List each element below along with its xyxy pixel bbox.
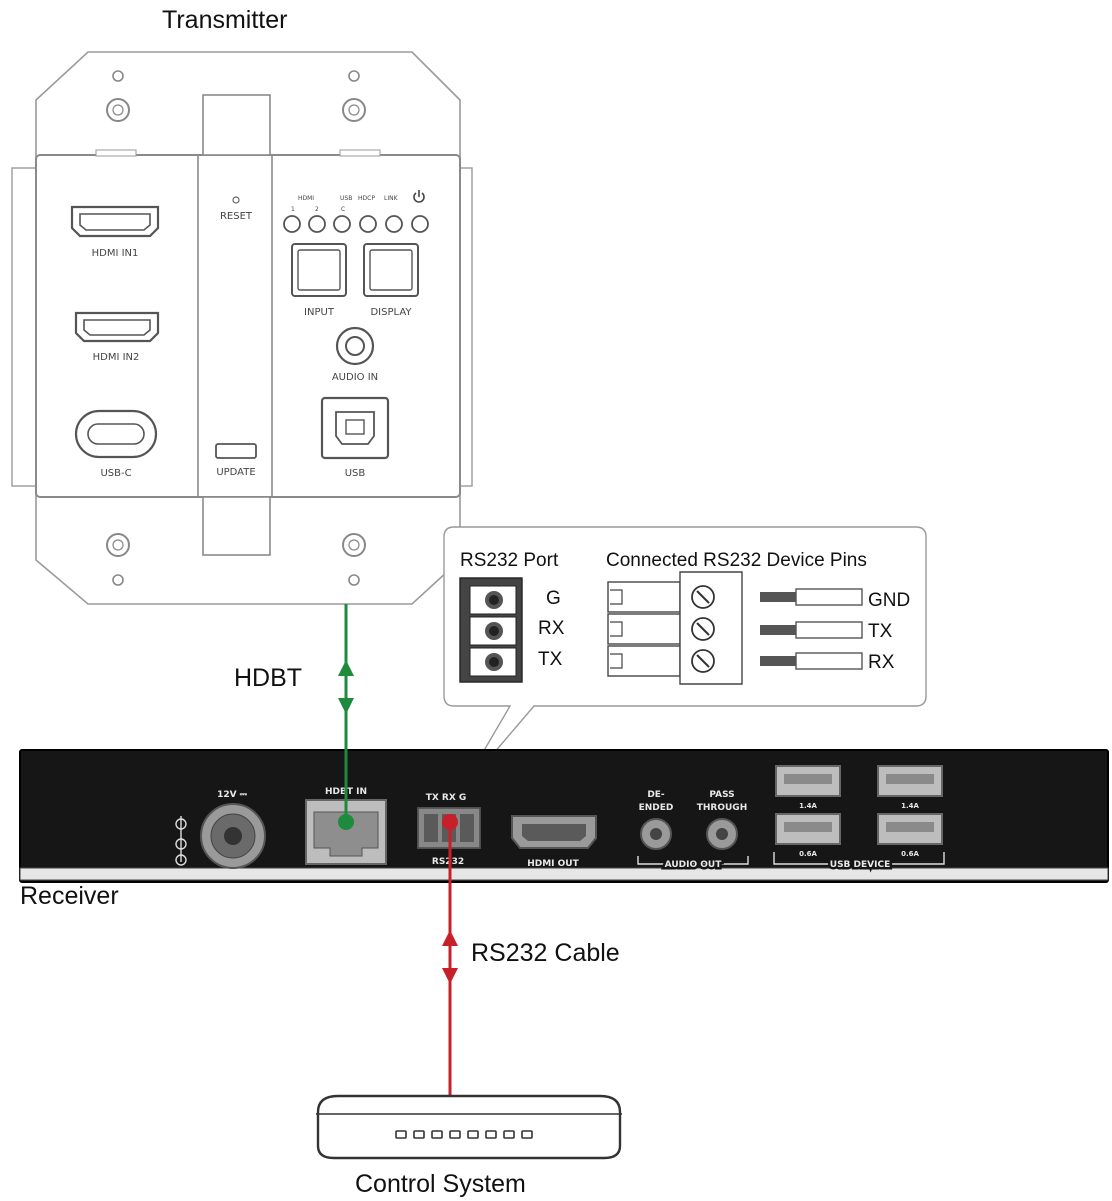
usb-rating-2: 1.4A: [901, 802, 919, 810]
control-system-device: [316, 1094, 622, 1160]
led-number-2: 2: [315, 206, 319, 213]
hdmi-port-icon: [74, 311, 160, 343]
hdbt-connection-line: [338, 604, 354, 830]
device-pin-gnd: GND: [868, 590, 911, 611]
usb-rating-1: 1.4A: [799, 802, 817, 810]
audio-jack-icon: [640, 818, 738, 850]
usb-c-label: USB-C: [100, 468, 131, 479]
transmitter-title: Transmitter: [162, 6, 288, 34]
polarity-icon: [175, 816, 187, 866]
led-hdcp-header: HDCP: [358, 195, 375, 202]
led-usb-header: USB: [340, 195, 352, 202]
reset-pinhole-icon: [232, 196, 240, 204]
svg-text:ENDED: ENDED: [639, 803, 674, 813]
rs232-pin-labels: TX RX G: [426, 793, 467, 803]
device-pin-tx: TX: [868, 621, 893, 642]
receiver-device: 12V ⎓ HDBT IN TX RX G RS232 HDMI OUT DE-…: [19, 749, 1109, 883]
dc-power-jack-icon: [200, 803, 266, 869]
audio-in-label: AUDIO IN: [332, 372, 378, 383]
rs232-connection-line: [442, 814, 458, 1096]
display-button-label: DISPLAY: [370, 307, 412, 318]
wire-lead-icon: [760, 588, 863, 670]
rs232-cable-label: RS232 Cable: [471, 939, 620, 967]
update-label: UPDATE: [216, 467, 255, 478]
port-pin-rx: RX: [538, 618, 565, 639]
display-button-icon: [363, 243, 419, 297]
micro-usb-port-icon: [215, 443, 257, 459]
device-pin-rx: RX: [868, 652, 895, 673]
device-pins-heading: Connected RS232 Device Pins: [606, 550, 867, 571]
audio-jack-icon: [335, 326, 375, 366]
status-light-icon: [395, 1130, 533, 1139]
de-ended-label: DE-: [647, 790, 665, 800]
usb-c-port-icon: [74, 409, 158, 459]
power-label: 12V ⎓: [217, 790, 248, 800]
usb-label: USB: [345, 468, 366, 479]
input-button-label: INPUT: [304, 307, 335, 318]
led-number-1: 1: [291, 206, 295, 213]
hdmi-out-label: HDMI OUT: [527, 859, 579, 869]
power-icon: [413, 190, 425, 203]
audio-out-label: AUDIO OUT: [665, 860, 723, 870]
port-pin-tx: TX: [538, 649, 563, 670]
usb-device-label: USB DEVICE: [830, 860, 890, 870]
hdmi-in2-label: HDMI IN2: [93, 352, 140, 363]
led-link-header: LINK: [384, 195, 399, 202]
rs232-plug-icon: [607, 571, 743, 685]
hdbt-link-label: HDBT: [234, 664, 303, 692]
rs232-terminal-block-icon: [459, 577, 523, 683]
mounting-screw-icon: [106, 70, 366, 586]
receiver-title: Receiver: [20, 882, 119, 910]
control-system-title: Control System: [355, 1170, 526, 1198]
transmitter-device: HDMI IN1 HDMI IN2 USB-C RESET UPDATE HDM…: [11, 51, 473, 605]
reset-label: RESET: [220, 211, 253, 222]
status-led-icon: [283, 215, 429, 233]
usb-rating-4: 0.6A: [901, 850, 919, 858]
led-number-c: C: [341, 206, 345, 213]
usb-rating-3: 0.6A: [799, 850, 817, 858]
rs232-port-heading: RS232 Port: [460, 550, 559, 571]
rs232-label: RS232: [432, 857, 464, 867]
pass-through-label: PASS: [709, 790, 734, 800]
input-button-icon: [291, 243, 347, 297]
led-hdmi-header: HDMI: [298, 195, 314, 202]
svg-text:THROUGH: THROUGH: [697, 803, 747, 813]
hdmi-port-icon: [511, 815, 597, 849]
port-pin-g: G: [546, 588, 561, 609]
hdmi-in1-label: HDMI IN1: [92, 248, 139, 259]
hdmi-port-icon: [70, 205, 160, 238]
usb-b-port-icon: [320, 396, 390, 460]
